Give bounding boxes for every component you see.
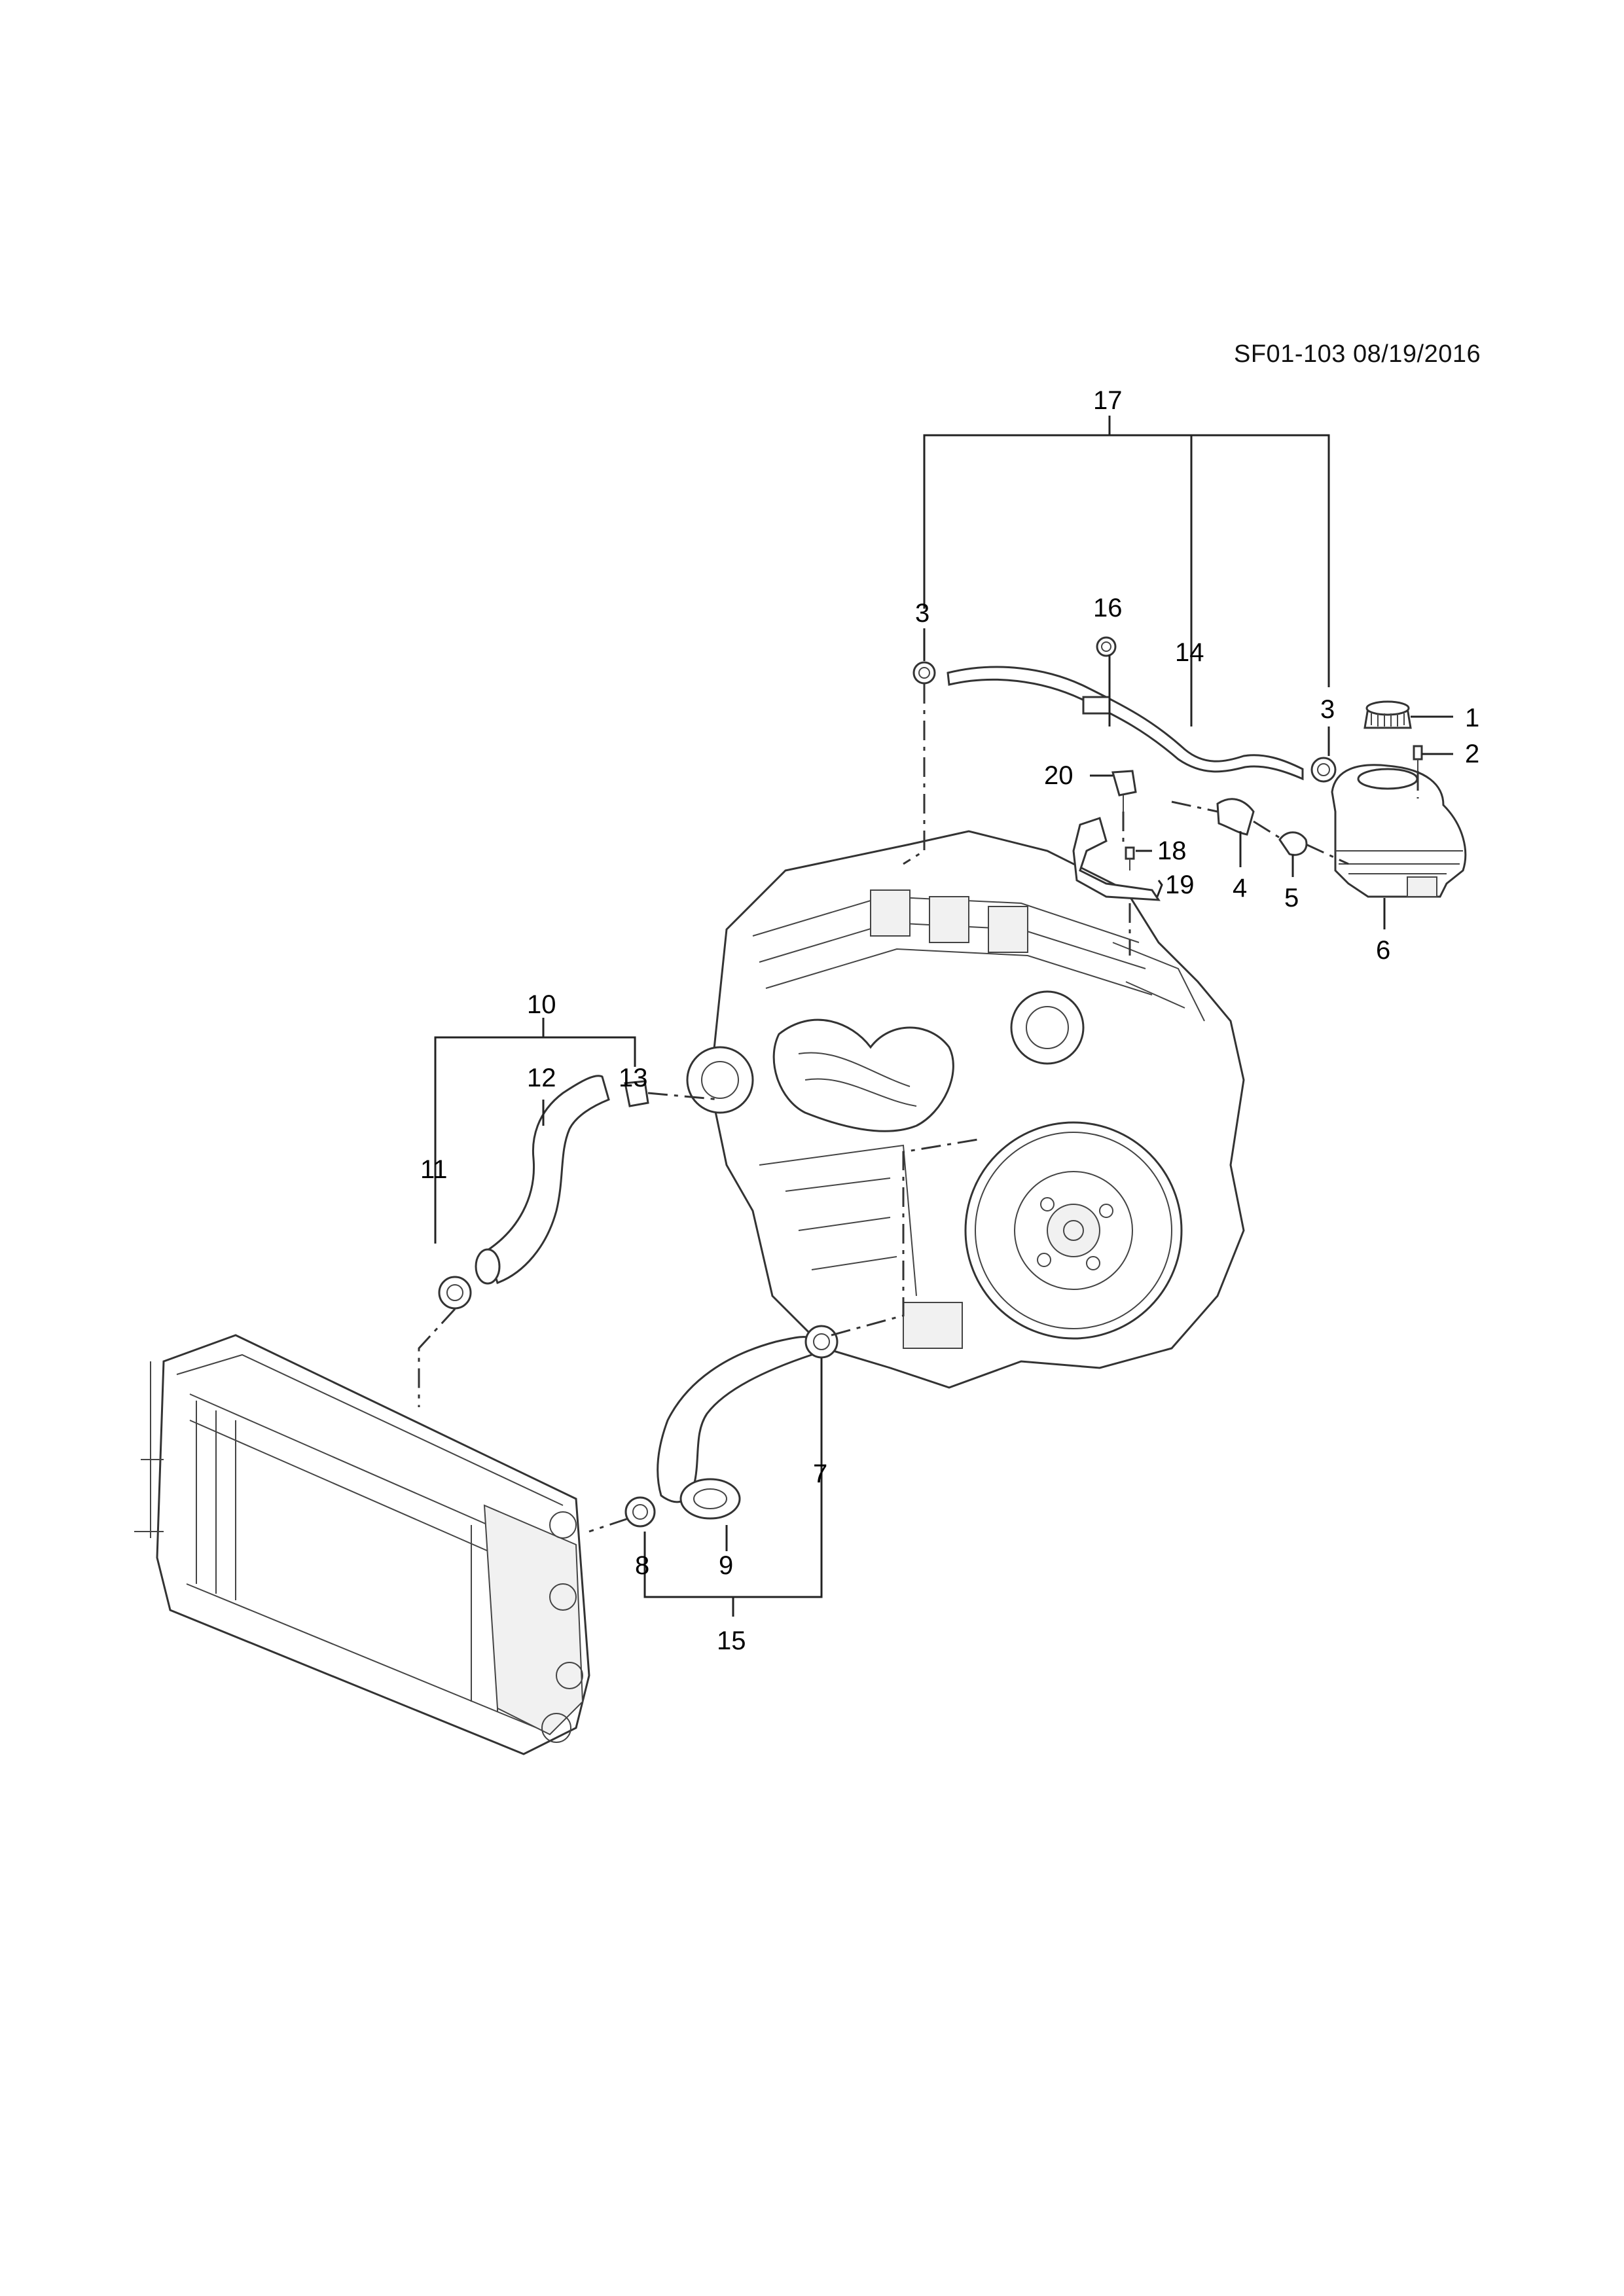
callout-7: 7 [813,1460,827,1488]
coolant-reservoir-icon [1331,764,1467,898]
callout-14: 14 [1175,638,1204,667]
callout-6: 6 [1376,936,1390,965]
callout-9: 9 [719,1551,733,1580]
callout-2: 2 [1465,740,1479,768]
vent-hose-icon [947,666,1304,781]
callout-8: 8 [635,1551,649,1580]
callout-18: 18 [1157,836,1187,865]
callout-10: 10 [527,990,556,1019]
callout-20: 20 [1044,761,1074,790]
upper-radiator-hose-icon [438,1075,649,1310]
callout-4: 4 [1233,874,1247,903]
callout-17: 17 [1093,386,1123,415]
reference-code: SF01-103 08/19/2016 [1234,340,1481,368]
bracket-icon [1072,770,1161,901]
reservoir-cap-icon [1363,700,1412,729]
callout-3-left: 3 [915,599,929,628]
callout-19: 19 [1165,870,1195,899]
callout-5: 5 [1284,884,1299,912]
engine-block-icon [686,830,1245,1389]
hose-clamp-icon [912,636,1337,783]
callout-12: 12 [527,1064,556,1092]
callout-15: 15 [717,1626,746,1655]
callout-13: 13 [619,1064,648,1092]
callout-1: 1 [1465,704,1479,732]
callout-labels: 1 2 3 3 4 5 6 7 8 9 10 11 12 13 14 15 16… [420,386,1479,1655]
assembly-lines [418,684,1419,1533]
leader-lines [434,416,1453,1617]
hose-4-icon [1216,798,1308,856]
radiator-icon [134,1334,590,1755]
callout-3-right: 3 [1320,695,1335,724]
lower-radiator-hose-icon [624,1325,839,1528]
callout-11: 11 [420,1155,448,1184]
bolt-icon [1413,745,1423,771]
callout-16: 16 [1093,594,1123,622]
